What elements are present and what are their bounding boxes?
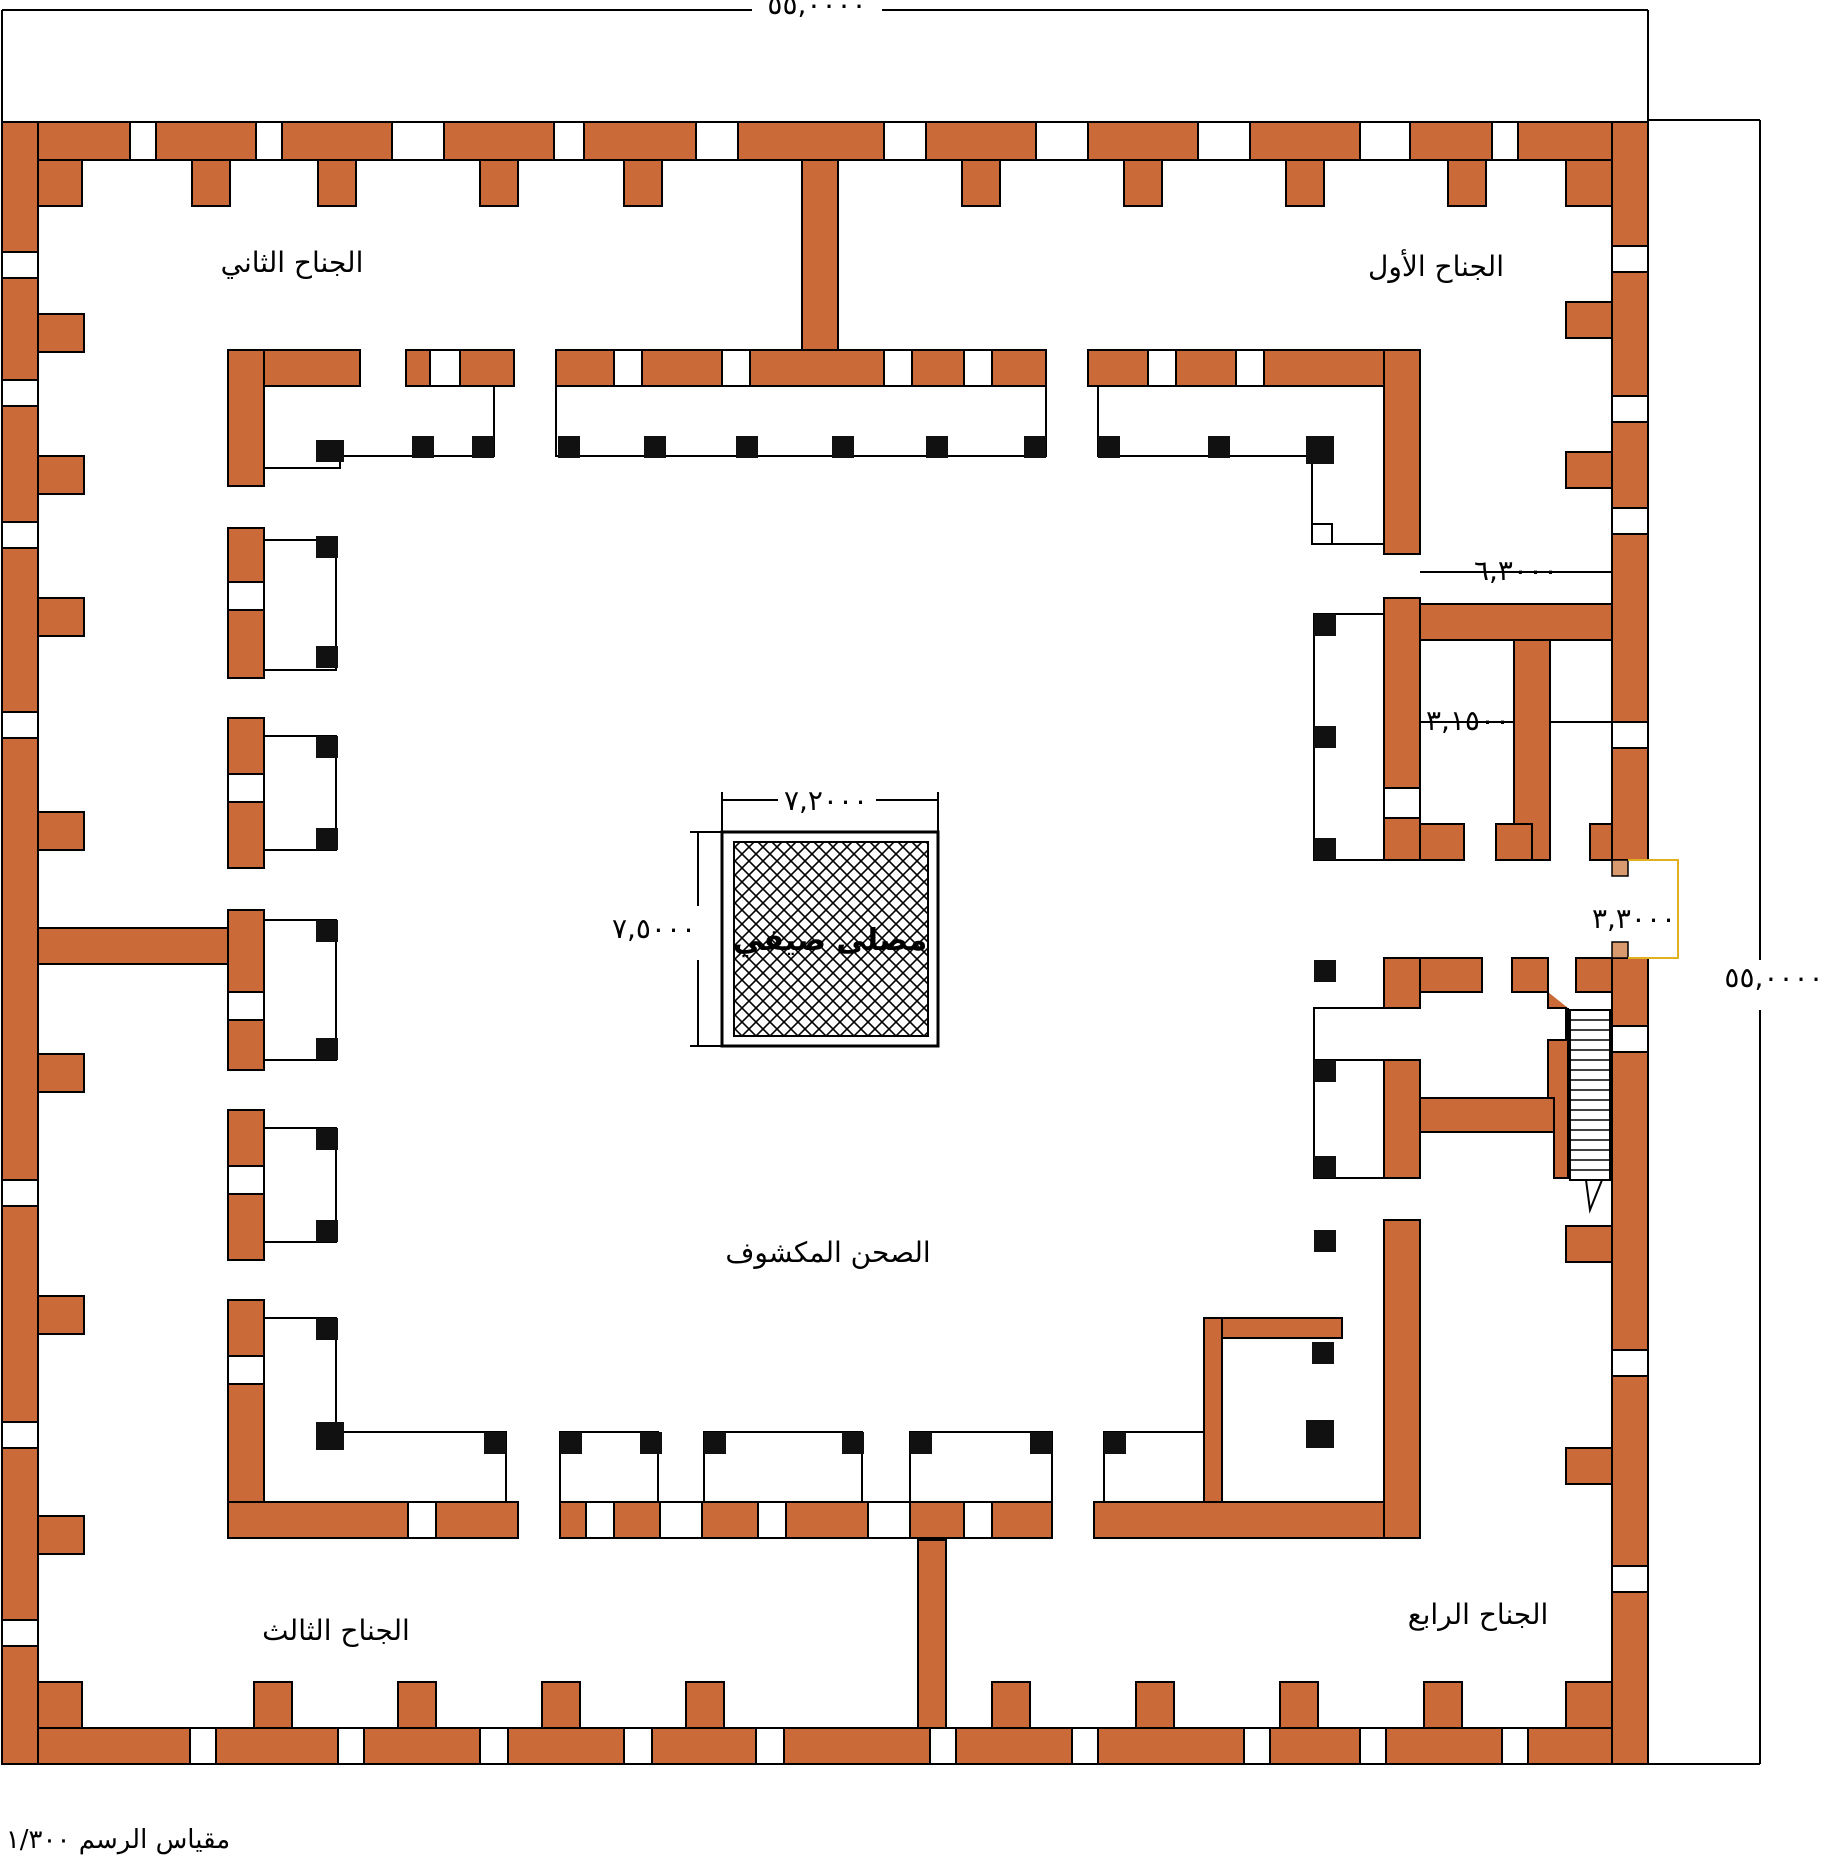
summer-prayer-label: مصلى صيفي: [733, 923, 927, 958]
east-corridor-dimension: ٦,٣٠٠٠: [1474, 554, 1558, 587]
courtyard-label: الصحن المكشوف: [725, 1236, 930, 1269]
stairs-icon: [1569, 1009, 1611, 1214]
south-arcade: [227, 1219, 1421, 1539]
east-room-dimension: ٣,١٥٠٠: [1426, 704, 1510, 737]
wing-divider-walls: [37, 159, 947, 1729]
prayer-height-dimension: ٧,٥٠٠٠: [612, 912, 696, 945]
east-rooms: [1313, 597, 1679, 1263]
west-arcade: [227, 527, 338, 1261]
summer-prayer-area: مصلى صيفي ٧,٢٠٠٠ ٧,٥٠٠٠: [612, 784, 940, 1048]
right-height-dimension: ٥٥,٠٠٠٠: [1724, 961, 1823, 994]
north-arcade: [227, 349, 1421, 555]
east-dimensions: ٦,٣٠٠٠ ٣,١٥٠٠ ٣,٣٠٠٠: [1420, 554, 1676, 935]
top-dimension-line: ٥٥,٠٠٠٠: [1, 0, 1649, 122]
entrance-dimension: ٣,٣٠٠٠: [1592, 902, 1676, 935]
wing4-label: الجناح الرابع: [1408, 1598, 1549, 1631]
right-dimension-line: ٥٥,٠٠٠٠: [1648, 119, 1824, 1765]
prayer-width-dimension: ٧,٢٠٠٠: [784, 784, 868, 817]
wing2-label: الجناح الثاني: [221, 246, 364, 279]
wing1-label: الجناح الأول: [1368, 248, 1504, 283]
wing3-label: الجناح الثالث: [262, 1614, 410, 1647]
scale-label: مقياس الرسم ١/٣٠٠: [6, 1825, 230, 1855]
outer-wall: [1, 121, 1649, 1765]
top-width-dimension: ٥٥,٠٠٠٠: [767, 0, 866, 21]
